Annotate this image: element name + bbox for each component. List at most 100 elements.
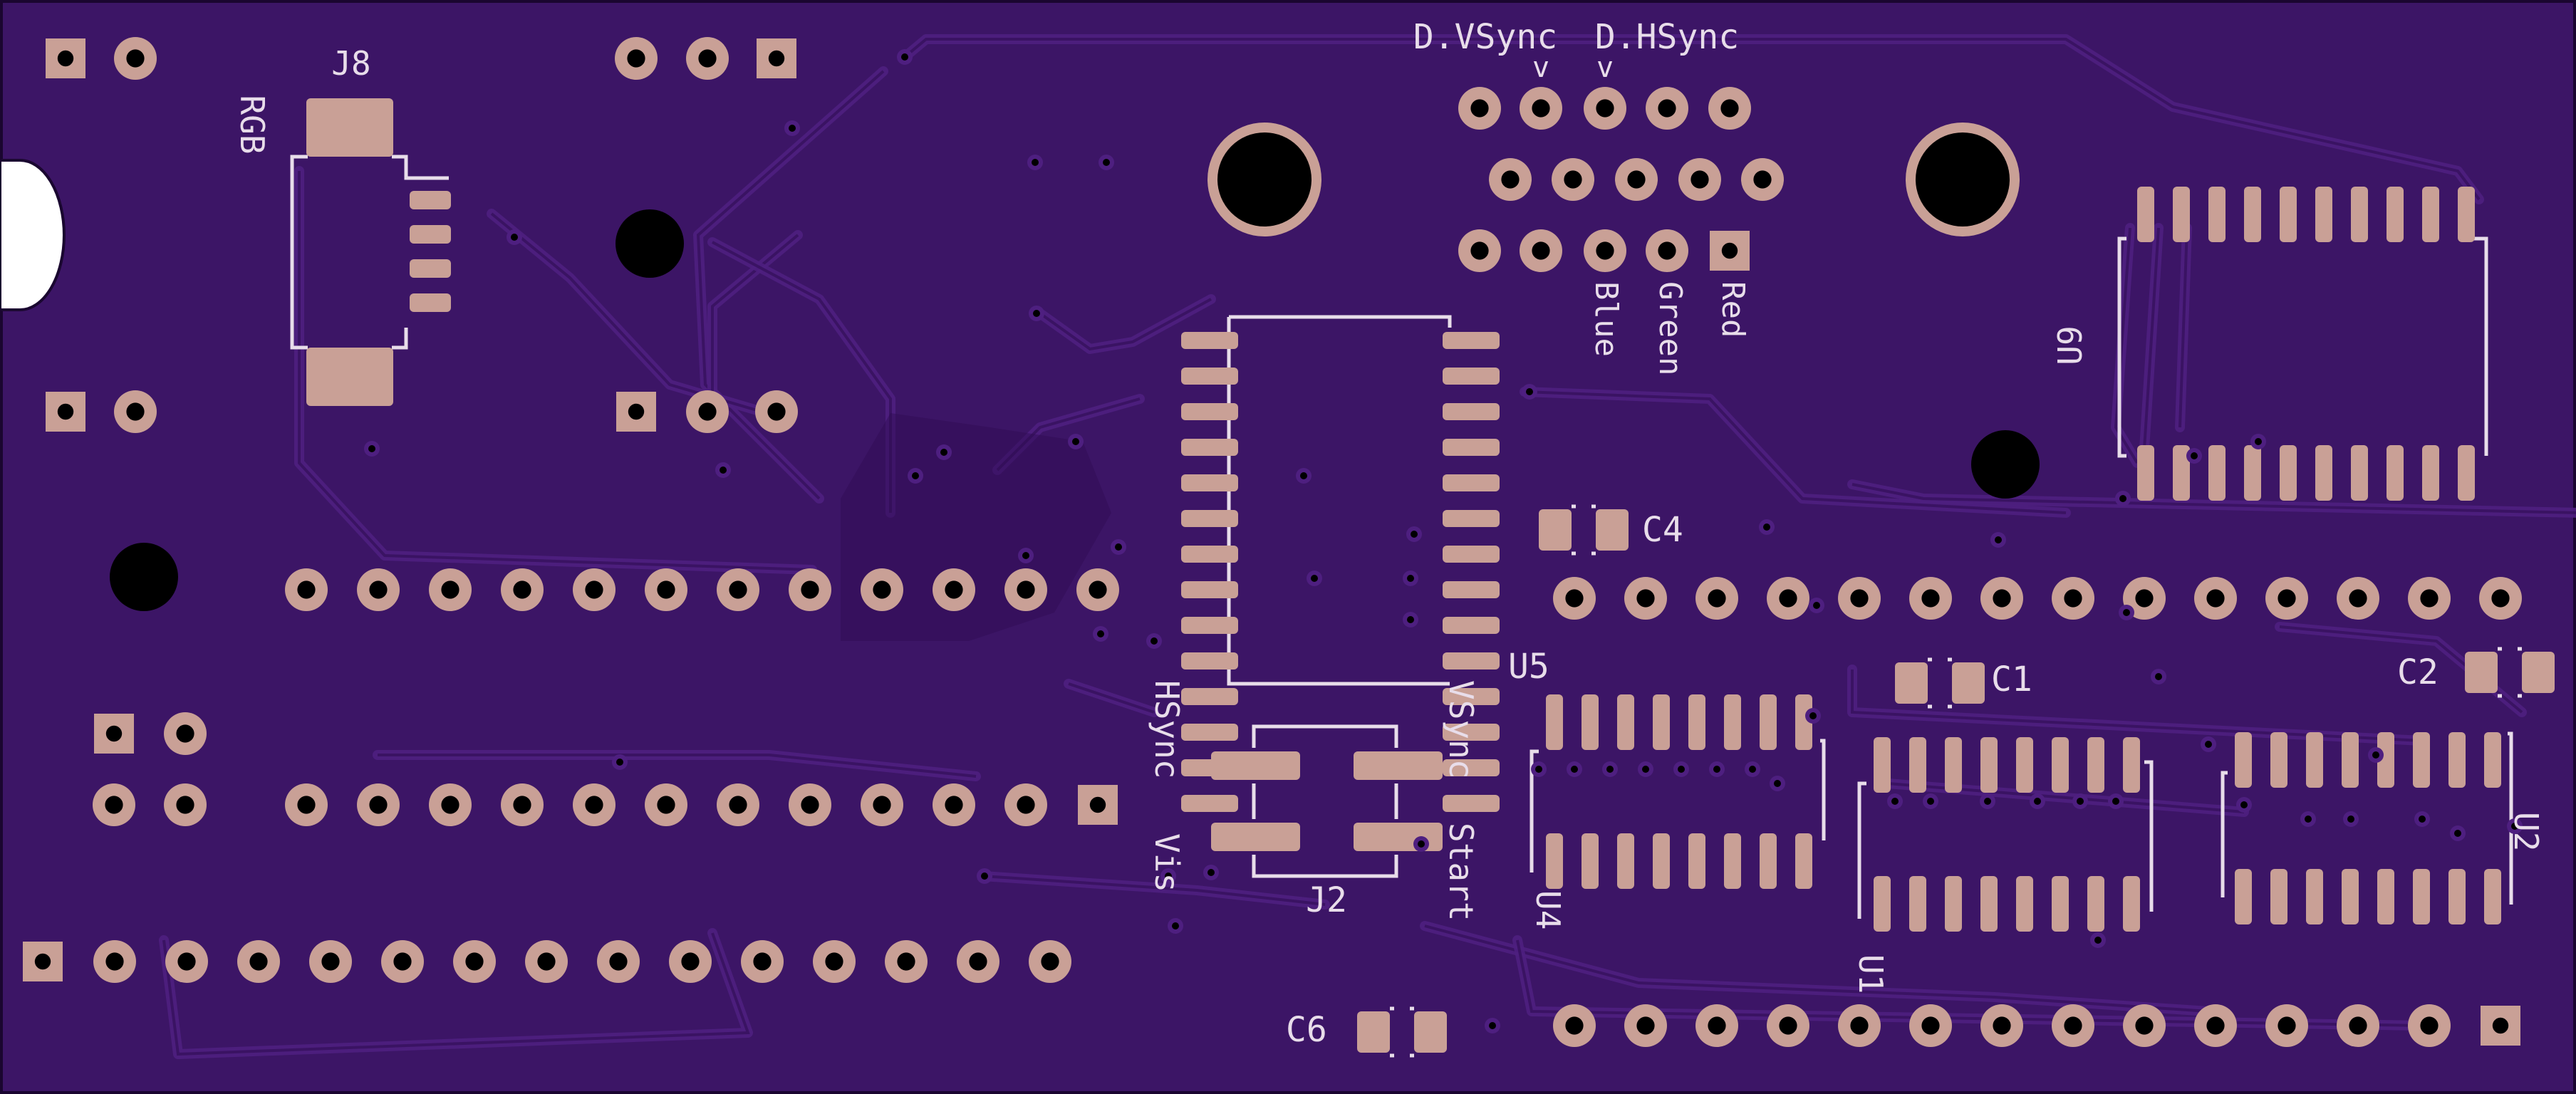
u9-pin (2208, 445, 2226, 501)
u1-outline (2144, 760, 2154, 912)
u5-pin (1443, 474, 1500, 491)
via-drill (2347, 816, 2354, 823)
via-drill (2372, 751, 2379, 759)
pad-round-drill (1017, 796, 1035, 814)
pad-round-drill (1565, 1016, 1584, 1035)
trace-edge (490, 212, 791, 422)
via-drill (2419, 816, 2426, 823)
j8-pad (306, 98, 393, 157)
pad-round-drill (945, 580, 963, 599)
cap-outline (1410, 1006, 1414, 1058)
u2-pin (2448, 732, 2466, 788)
via-drill (2034, 798, 2041, 805)
pad-round-drill (767, 402, 786, 421)
u9-pin (2458, 445, 2475, 501)
pad-round-drill (126, 49, 145, 68)
u2-pin (2413, 732, 2430, 788)
pad-round-drill (1470, 99, 1489, 118)
pad-round-drill (1636, 589, 1655, 608)
label-d-vsync: D.VSync (1413, 17, 1557, 57)
u5-pin (1443, 546, 1500, 563)
u9-pin (2387, 187, 2404, 242)
u2-pin (2235, 869, 2252, 924)
pad-round-drill (585, 580, 603, 599)
trace-edge (903, 38, 2481, 201)
via-drill (511, 234, 518, 241)
trace-edge (1524, 390, 2067, 514)
label-u2: U2 (2507, 812, 2545, 851)
u4-pin (1546, 833, 1563, 889)
u5-pin (1181, 403, 1238, 420)
u2-pin (2377, 869, 2394, 924)
via-drill (940, 449, 947, 456)
u9-pin (2315, 445, 2332, 501)
pad-square-drill (57, 403, 74, 420)
u2-pin (2448, 869, 2466, 924)
via-drill (1995, 536, 2002, 543)
pad-round-drill (1720, 99, 1739, 118)
pad-round-drill (1690, 170, 1709, 189)
via-drill (1713, 766, 1720, 773)
u1-pin (1945, 876, 1962, 932)
u5-pin (1181, 617, 1238, 634)
u4-pin (1688, 833, 1705, 889)
u2-pin (2413, 869, 2430, 924)
u1-pin (1980, 876, 1998, 932)
j2-outline (1252, 783, 1398, 819)
j2-pad (1354, 823, 1443, 851)
via-drill (1208, 869, 1215, 876)
u4-pin (1546, 694, 1563, 750)
pad-round-drill (1017, 580, 1035, 599)
u2-pin (2342, 869, 2359, 924)
via-drill (901, 53, 908, 61)
trace-edge (2143, 227, 2160, 449)
mounting-holes (110, 123, 2040, 611)
u4-pin (1582, 694, 1599, 750)
u5-pin (1443, 724, 1500, 741)
pad-round-drill (729, 796, 747, 814)
pad-round-drill (1850, 1016, 1869, 1035)
u2-pin (2235, 732, 2252, 788)
via-drill (1813, 602, 1820, 609)
via-drill (1032, 159, 1039, 166)
u5-pin (1181, 546, 1238, 563)
trace-edge (2114, 227, 2139, 464)
pad-round-drill (2206, 1016, 2225, 1035)
pad-round-drill (2491, 589, 2510, 608)
j8-pad (306, 348, 393, 406)
label-blue: Blue (1588, 281, 1624, 357)
pad-round-drill (176, 724, 194, 743)
u4-pin (1795, 694, 1812, 750)
via-drill (2205, 741, 2212, 748)
pad-round-drill (465, 952, 484, 971)
via-drill (1311, 575, 1318, 582)
cap-pad (1952, 662, 1985, 704)
label-red: Red (1715, 281, 1751, 338)
pad-round-drill (609, 952, 628, 971)
u9-pin (2244, 445, 2261, 501)
pad-round-drill (1708, 1016, 1726, 1035)
via-drill (1407, 575, 1414, 582)
u1-pin (1909, 737, 1926, 793)
label-c2: C2 (2397, 652, 2439, 692)
pad-round-drill (2064, 1016, 2082, 1035)
pad-round-drill (2135, 589, 2154, 608)
cap-outline (2498, 647, 2502, 698)
pad-round-drill (585, 796, 603, 814)
u5-pin (1443, 332, 1500, 349)
u9-pin (2422, 187, 2439, 242)
label-c4: C4 (1642, 510, 1683, 550)
via-drill (1411, 531, 1418, 538)
u1-pin (2016, 876, 2033, 932)
cap-outline (1390, 1006, 1394, 1058)
trace-edge (996, 397, 1141, 472)
label-u5: U5 (1508, 647, 1549, 687)
u2-pin (2484, 869, 2501, 924)
pad-round-drill (1708, 589, 1726, 608)
pad-square-drill (2492, 1017, 2509, 1034)
pad-square-drill (628, 403, 645, 420)
pad-square-drill (1721, 242, 1738, 259)
via-drill (1489, 1022, 1496, 1029)
via-drill (1927, 798, 1934, 805)
u1-pin (2123, 737, 2140, 793)
